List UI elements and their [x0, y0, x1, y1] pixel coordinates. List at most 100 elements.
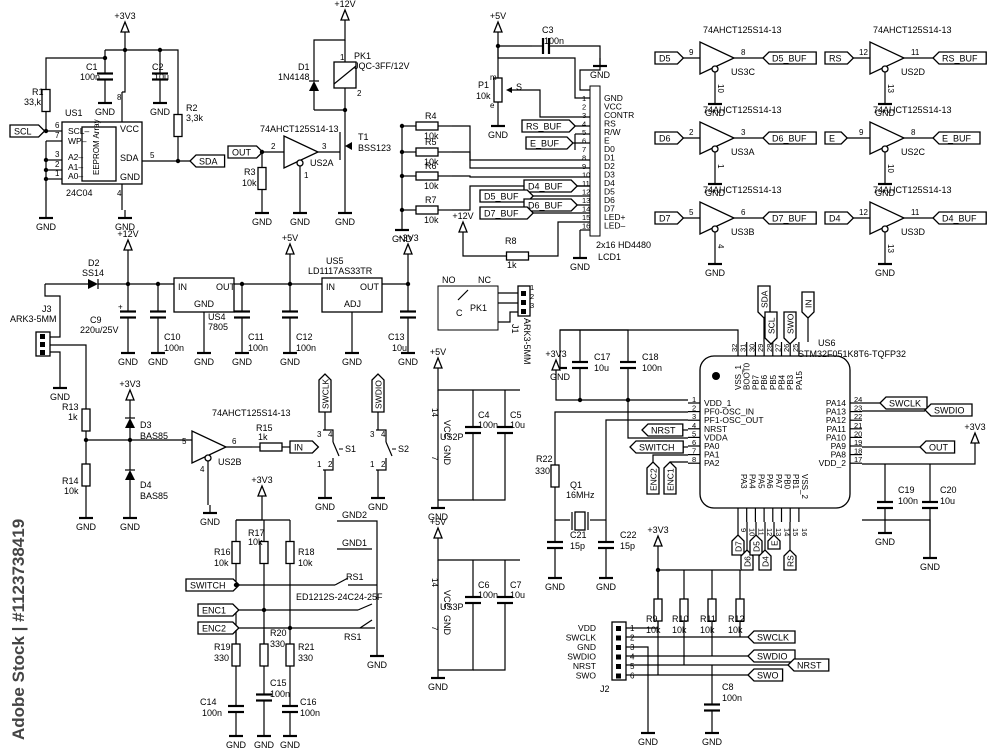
label: R5	[425, 137, 437, 147]
us2a-oe-bubble	[296, 159, 304, 167]
label: 3	[692, 412, 696, 421]
us5-regulator	[321, 277, 383, 313]
label: R13	[62, 402, 79, 412]
label: 15	[791, 528, 800, 536]
power-arrow	[551, 358, 561, 371]
label: 11	[911, 208, 920, 217]
j3-pin	[40, 350, 45, 355]
rs1-switch	[334, 577, 349, 586]
us6-mcu	[699, 355, 851, 509]
label: US6	[818, 338, 836, 348]
label: P1	[478, 80, 489, 90]
label: LCD1	[598, 252, 621, 262]
net-label-text: RS	[786, 555, 796, 567]
lcd-pin-name: R/W	[604, 127, 621, 137]
label: 100n	[898, 496, 918, 506]
label: J2	[600, 684, 610, 694]
label: A1–	[68, 162, 83, 172]
wire	[337, 520, 378, 648]
power-label: +5V	[430, 347, 446, 357]
power-arrow	[403, 242, 413, 255]
p1-wiper	[506, 87, 512, 93]
net-label-text: D6	[743, 556, 753, 567]
net-label-text: SWDIO	[374, 380, 384, 409]
label: 20	[854, 429, 862, 438]
j1-pin	[521, 309, 526, 314]
wire	[323, 429, 334, 442]
label: 74AHCT125S14-13	[873, 105, 952, 115]
net-label-text: D5	[752, 541, 762, 552]
label: PA15	[795, 370, 804, 390]
ground-label: GND	[550, 372, 571, 382]
ground-label: GND	[252, 217, 273, 227]
net-label-text: D5	[659, 54, 671, 64]
power-arrow	[285, 242, 295, 255]
ground-label: GND	[705, 268, 726, 278]
label: A2–	[68, 152, 83, 162]
us2b-oe-bubble	[204, 454, 212, 462]
net-label-text: SDA	[760, 290, 770, 308]
buffer-out-label	[762, 211, 817, 225]
wires	[44, 26, 976, 728]
label: e	[490, 101, 495, 110]
label: PK1	[470, 303, 487, 313]
ground-label: GND	[148, 357, 169, 367]
r18-resistor	[285, 540, 295, 565]
power-arrow	[340, 8, 350, 21]
d3-diode	[125, 418, 135, 428]
label: 6	[741, 208, 746, 217]
oe-bubble	[881, 145, 889, 153]
power-label: +5V	[490, 11, 506, 21]
net-label-text: ENC2	[649, 468, 659, 491]
junction-dot	[259, 149, 265, 155]
wire	[627, 385, 688, 439]
r22-resistor	[550, 464, 560, 488]
net-label-text: D4_BUF	[942, 214, 977, 224]
label: STM32F051K8T6-TQFP32	[798, 349, 906, 359]
wire	[657, 552, 740, 571]
oe-bubble	[881, 225, 889, 233]
ground-label: GND	[280, 357, 301, 367]
label: PA9	[831, 441, 847, 451]
label: PB5	[769, 374, 778, 390]
label: 100n	[164, 343, 184, 353]
oe-bubble	[711, 65, 719, 73]
label: C11	[248, 332, 264, 342]
label: 2	[271, 142, 276, 151]
label: 4	[381, 430, 386, 439]
wire	[862, 449, 976, 465]
in-net-label	[289, 440, 320, 454]
label: 24C04	[66, 188, 93, 198]
label: C3	[542, 25, 554, 35]
label: 12	[859, 48, 868, 57]
power-label: +3V3	[964, 422, 985, 432]
label: 5	[692, 429, 696, 438]
wire	[462, 238, 490, 257]
net-label-text: SCL	[14, 127, 32, 137]
label: C6	[478, 580, 490, 590]
wire	[376, 458, 387, 471]
ground-label: GND	[368, 502, 389, 512]
label: IN	[326, 282, 335, 292]
label: 3	[55, 150, 60, 159]
label: J1	[510, 324, 520, 334]
label: PB6	[760, 374, 769, 390]
label: D4	[140, 480, 152, 490]
ground-label: GND	[428, 682, 449, 692]
label: 8	[741, 48, 746, 57]
label: GND	[194, 299, 215, 309]
lcd-pin-name: D0	[604, 144, 615, 154]
label: 28	[765, 344, 774, 352]
d4-diode	[125, 470, 135, 480]
enc1-label	[663, 461, 677, 495]
wire	[376, 429, 387, 442]
label: 10k	[248, 537, 263, 547]
wire	[50, 344, 87, 400]
wire	[652, 454, 688, 462]
label: 1	[630, 624, 635, 633]
label: 1	[340, 53, 345, 62]
net-label-text: SWITCH	[190, 581, 226, 591]
lcd-pin-name: E	[604, 136, 610, 146]
